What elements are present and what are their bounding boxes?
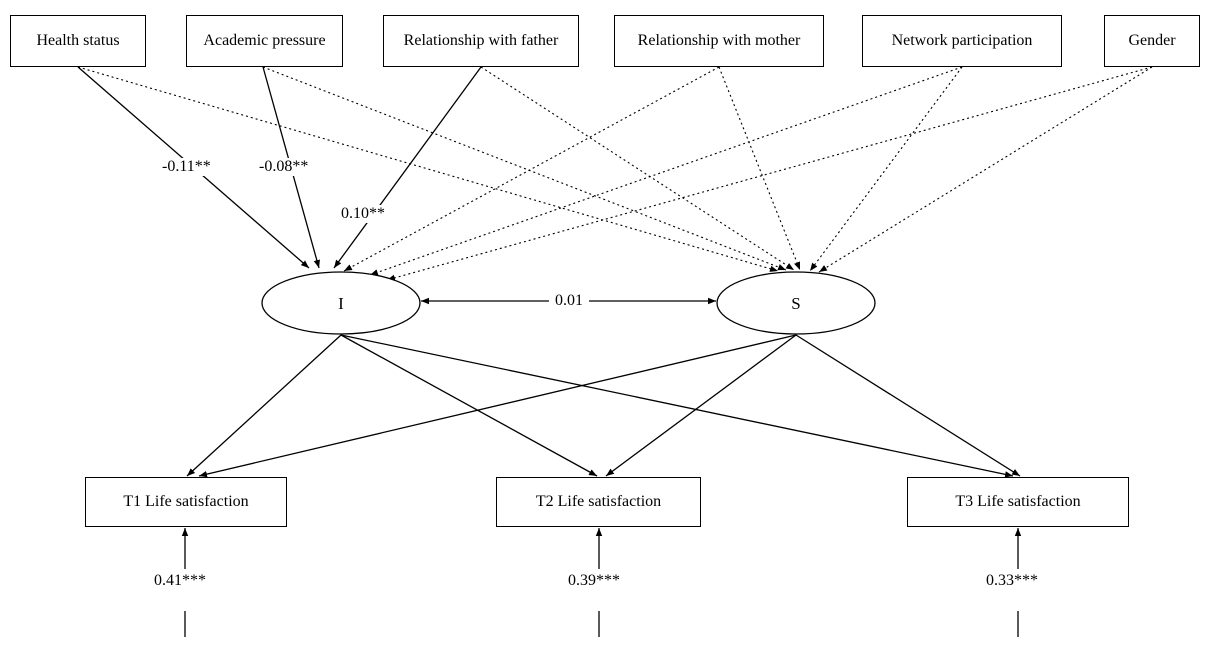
coef-t2-residual: 0.39*** [566, 572, 622, 590]
predictor-relationship-mother: Relationship with mother [614, 15, 824, 67]
coef-t1-residual: 0.41*** [152, 572, 208, 590]
path-father-to-i [333, 66, 482, 269]
slope-factor [716, 271, 876, 335]
loading-i-t1 [186, 334, 342, 477]
outcome-t3-life-satisfaction: T3 Life satisfaction [907, 477, 1129, 527]
predictor-gender: Gender [1104, 15, 1200, 67]
path-health-to-s [77, 66, 779, 272]
loading-s-t1 [198, 334, 797, 478]
path-father-to-s [480, 66, 795, 271]
slope-label: S [791, 294, 800, 313]
outcome-t1-life-satisfaction: T1 Life satisfaction [85, 477, 287, 527]
coef-academic-to-i: -0.08** [257, 158, 311, 176]
coef-health-to-i: -0.11** [160, 158, 213, 176]
predictor-academic-pressure: Academic pressure [186, 15, 343, 67]
coef-t3-residual: 0.33*** [984, 572, 1040, 590]
loading-s-t3 [795, 334, 1021, 477]
path-academic-to-s [262, 66, 787, 271]
predictor-relationship-father: Relationship with father [383, 15, 579, 67]
outcome-t2-life-satisfaction: T2 Life satisfaction [496, 477, 701, 527]
path-mother-to-s [718, 66, 801, 271]
path-gender-to-i [386, 66, 1153, 281]
coef-i-s-covariance: 0.01 [549, 292, 589, 310]
predictor-health-status: Health status [10, 15, 146, 67]
loading-s-t2 [605, 334, 797, 477]
path-network-to-s [809, 66, 963, 272]
coef-father-to-i: 0.10** [339, 205, 387, 223]
predictor-network-participation: Network participation [862, 15, 1062, 67]
loading-i-t2 [340, 334, 598, 477]
path-gender-to-s [818, 66, 1153, 273]
loading-i-t3 [340, 334, 1014, 478]
intercept-factor [261, 271, 421, 335]
path-mother-to-i [343, 66, 720, 272]
intercept-label: I [338, 294, 344, 313]
